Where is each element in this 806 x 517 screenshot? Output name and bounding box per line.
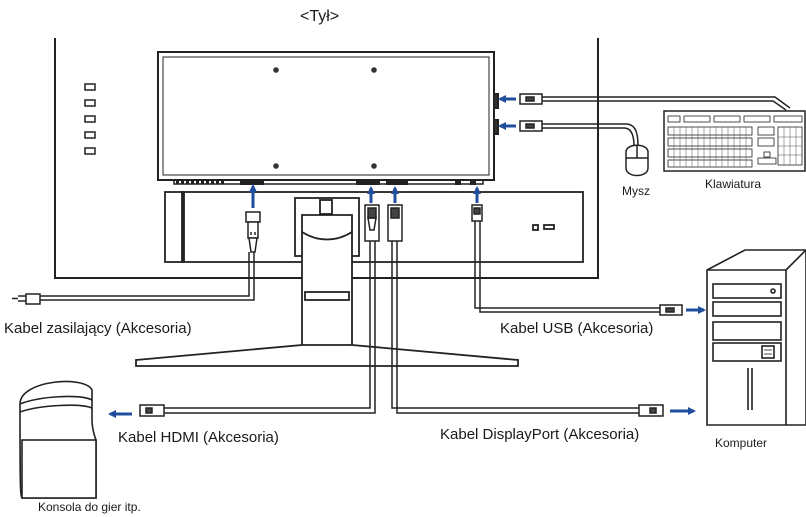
rear-panel (157, 51, 499, 181)
mouse-icon (625, 144, 649, 177)
displayport-cable-label: Kabel DisplayPort (Akcesoria) (440, 426, 640, 443)
hdmi-cable-label: Kabel HDMI (Akcesoria) (118, 429, 279, 446)
keyboard-label: Klawiatura (705, 177, 762, 191)
mouse-cable (519, 120, 639, 147)
monitor-stand (135, 214, 519, 367)
game-console-label: Konsola do gier itp. (38, 500, 141, 514)
keyboard-icon (663, 110, 806, 172)
usb-port-2 (493, 119, 499, 135)
power-cable (12, 211, 261, 305)
io-strip (173, 180, 484, 185)
usb-cable-label: Kabel USB (Akcesoria) (500, 320, 654, 337)
usb-cable (471, 204, 683, 316)
computer-label: Komputer (715, 436, 768, 450)
game-console-icon (19, 380, 97, 499)
usb-port-1 (493, 93, 499, 109)
hdmi-cable (139, 204, 380, 417)
keyboard-cable (519, 93, 791, 111)
power-cable-label: Kabel zasilający (Akcesoria) (4, 320, 192, 337)
mouse-label: Mysz (622, 184, 650, 198)
page-title: <Tył> (300, 8, 340, 25)
computer-icon (706, 249, 806, 426)
vesa-screws (273, 67, 377, 169)
displayport-cable (387, 204, 664, 417)
side-vents (84, 83, 96, 155)
